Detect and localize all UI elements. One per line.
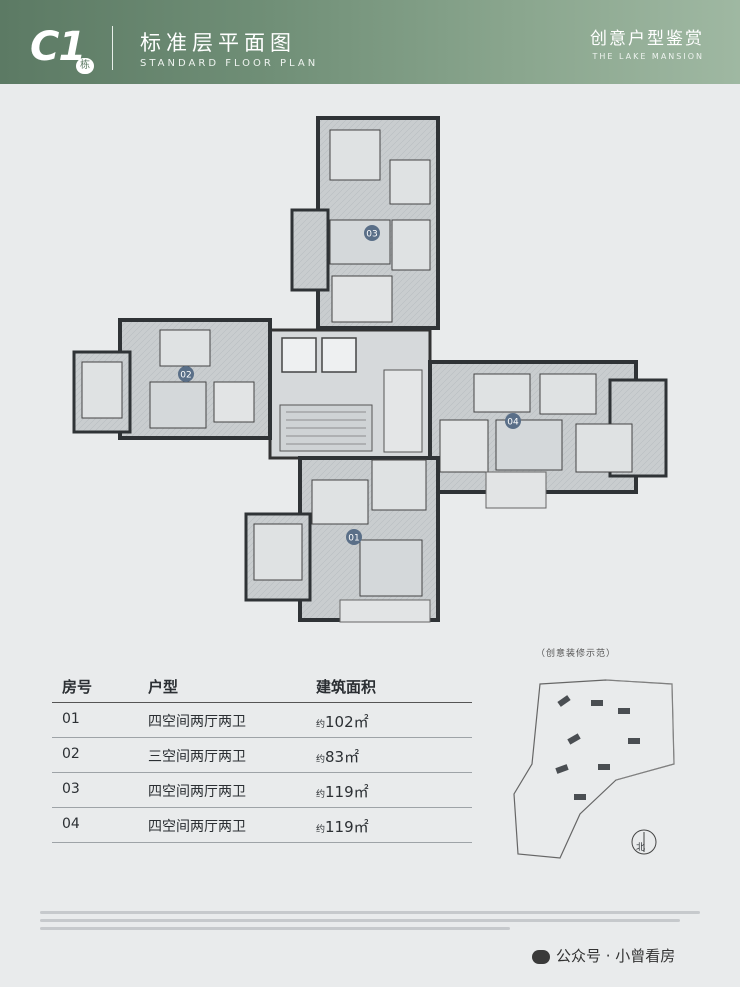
room-area: 约102㎡ <box>316 713 369 731</box>
header-type: 户型 <box>148 678 179 696</box>
building-suffix: 栋 <box>76 58 94 74</box>
site-buildings <box>555 695 640 800</box>
project-name: THE LAKE MANSION <box>592 52 704 61</box>
watermark-text: 公众号 · 小曾看房 <box>556 947 676 965</box>
unit-03-plan <box>290 116 440 330</box>
room-type: 三空间两厅两卫 <box>148 749 246 765</box>
page-title: 标准层平面图 <box>140 31 296 55</box>
room-no: 01 <box>62 711 80 727</box>
floor-plan: 03 02 04 01 <box>0 100 740 640</box>
table-row: 02 三空间两厅两卫 约83㎡ <box>52 738 472 773</box>
room-type: 四空间两厅两卫 <box>148 714 246 730</box>
watermark: 公众号 · 小曾看房 <box>532 945 675 966</box>
header-room-no: 房号 <box>62 678 93 696</box>
wechat-icon <box>532 949 550 964</box>
unit-table: 房号 户型 建筑面积 01 四空间两厅两卫 约102㎡ 02 三空间两厅两卫 约… <box>52 672 472 843</box>
site-map: （创意装修示范） 北 <box>496 644 696 874</box>
unit-marker-01: 01 <box>346 529 362 545</box>
unit-label-01: 01 <box>348 534 359 544</box>
core-area <box>268 328 432 460</box>
table-row: 03 四空间两厅两卫 约119㎡ <box>52 773 472 808</box>
header-banner: C1 栋 标准层平面图 STANDARD FLOOR PLAN 创意户型鉴赏 T… <box>0 0 740 84</box>
room-no: 04 <box>62 816 80 832</box>
unit-label-03: 03 <box>366 230 377 240</box>
table-header: 房号 户型 建筑面积 <box>52 672 472 703</box>
table-row: 01 四空间两厅两卫 约102㎡ <box>52 703 472 738</box>
page-subtitle: STANDARD FLOOR PLAN <box>140 58 319 69</box>
room-area: 约119㎡ <box>316 783 369 801</box>
unit-02-plan <box>72 318 272 440</box>
unit-label-04: 04 <box>507 418 519 428</box>
unit-label-02: 02 <box>180 371 191 381</box>
header-divider <box>112 26 113 70</box>
room-area: 约83㎡ <box>316 748 360 766</box>
site-map-caption: （创意装修示范） <box>536 649 617 659</box>
unit-04-plan <box>428 360 668 509</box>
room-type: 四空间两厅两卫 <box>148 784 246 800</box>
compass-icon <box>631 829 657 855</box>
room-type: 四空间两厅两卫 <box>148 819 246 835</box>
unit-01-plan <box>244 456 440 623</box>
room-area: 约119㎡ <box>316 818 369 836</box>
unit-marker-03: 03 <box>364 225 380 241</box>
unit-marker-02: 02 <box>178 366 194 382</box>
series-title: 创意户型鉴赏 <box>590 29 704 49</box>
table-row: 04 四空间两厅两卫 约119㎡ <box>52 808 472 843</box>
unit-marker-04: 04 <box>505 413 521 429</box>
header-area: 建筑面积 <box>316 678 377 696</box>
room-no: 02 <box>62 746 80 762</box>
disclaimer-text <box>40 906 700 936</box>
room-no: 03 <box>62 781 80 797</box>
north-label: 北 <box>636 843 646 853</box>
